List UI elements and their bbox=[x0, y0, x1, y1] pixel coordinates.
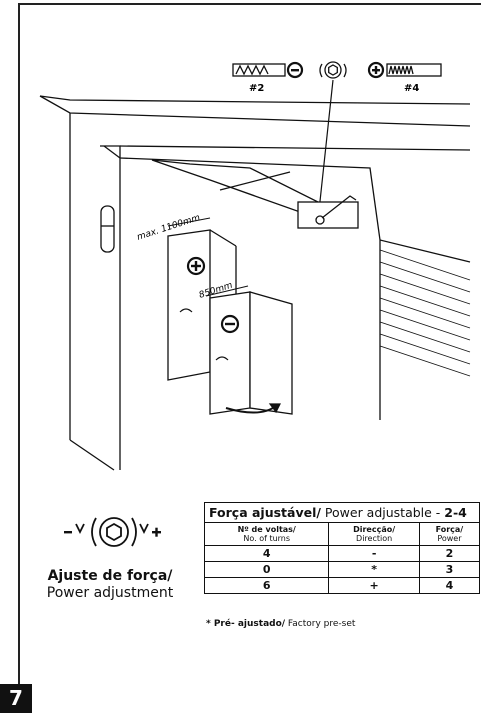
cell-power: 2 bbox=[418, 545, 481, 562]
power-adjust-icon bbox=[64, 517, 161, 547]
power-adjustment-title-en: Power adjustment bbox=[46, 585, 174, 601]
minus-badge-icon bbox=[220, 314, 240, 334]
cell-turns: 4 bbox=[203, 545, 330, 562]
cell-turns: 0 bbox=[203, 561, 330, 578]
page-frame bbox=[18, 3, 481, 709]
header-direction: Direcção/Direction bbox=[328, 522, 420, 546]
table-title-pt: Força ajustável/ bbox=[209, 505, 321, 520]
spring-weak-label: #2 bbox=[249, 83, 264, 94]
table-row: 0 * 3 bbox=[203, 561, 481, 578]
footnote-pt: * Pré- ajustado/ bbox=[206, 619, 286, 629]
spring-strong-icon bbox=[386, 63, 442, 77]
cell-direction: - bbox=[328, 545, 420, 562]
cell-power: 3 bbox=[418, 561, 481, 578]
page-number: 7 bbox=[0, 684, 32, 713]
table-row: 6 + 4 bbox=[203, 577, 481, 594]
cell-turns: 6 bbox=[203, 577, 330, 594]
rotation-hex-icon bbox=[319, 61, 347, 79]
table-title-range: 2-4 bbox=[444, 505, 467, 520]
spring-strong-label: #4 bbox=[404, 83, 419, 94]
minus-icon bbox=[286, 61, 304, 79]
table-row: 4 - 2 bbox=[203, 545, 481, 562]
cell-direction: + bbox=[328, 577, 420, 594]
header-power: Força/Power bbox=[418, 522, 481, 546]
cell-direction: * bbox=[328, 561, 420, 578]
plus-badge-icon bbox=[186, 256, 206, 276]
plus-icon bbox=[367, 61, 385, 79]
power-adjustment-title-pt: Ajuste de força/ bbox=[47, 568, 173, 584]
table-title-en: Power adjustable - bbox=[320, 505, 445, 520]
power-table: Força ajustável/ Power adjustable - 2-4 … bbox=[203, 502, 481, 594]
cell-power: 4 bbox=[418, 577, 481, 594]
power-adjustment-title: Ajuste de força/ Power adjustment bbox=[30, 568, 190, 602]
power-table-title: Força ajustável/ Power adjustable - 2-4 bbox=[204, 502, 480, 523]
spring-weak-icon bbox=[232, 63, 286, 77]
factory-preset-footnote: * Pré- ajustado/ Factory pre-set bbox=[206, 619, 355, 629]
footnote-en: Factory pre-set bbox=[285, 619, 356, 629]
header-turns: Nº de voltas/No. of turns bbox=[203, 522, 330, 546]
